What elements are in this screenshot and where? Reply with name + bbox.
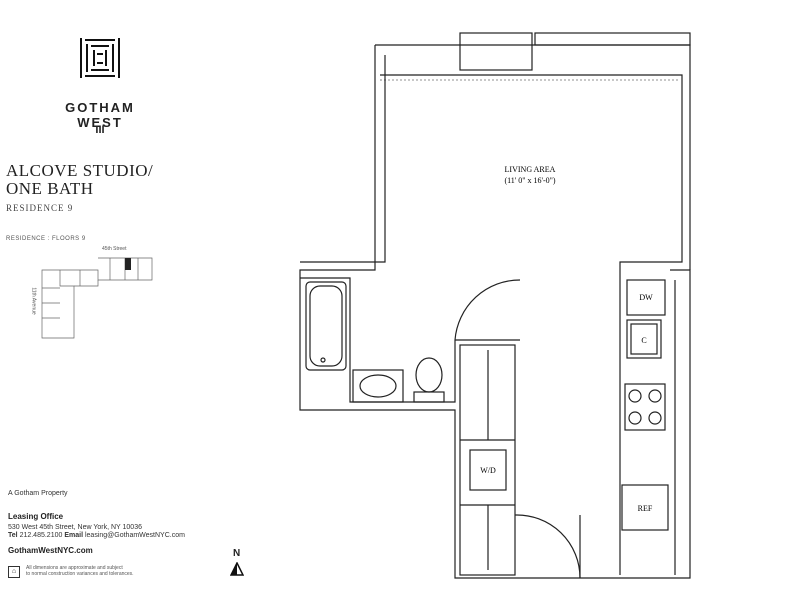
website-link[interactable]: GothamWestNYC.com <box>8 546 93 555</box>
toilet <box>415 357 443 393</box>
brand-name: GOTHAM WEST <box>65 100 135 130</box>
window-bay <box>459 32 533 71</box>
entry-door-swing <box>514 514 581 579</box>
disclaimer: All dimensions are approximate and subje… <box>26 565 134 577</box>
unit-title-line1: ALCOVE STUDIO/ <box>6 161 154 180</box>
window-bay <box>534 32 691 46</box>
key-plan-drawing <box>41 257 153 339</box>
outer-wall <box>299 45 691 579</box>
stove <box>624 383 666 431</box>
cooktop-c <box>626 319 662 359</box>
email-link[interactable]: leasing@GothamWestNYC.com <box>84 532 185 539</box>
door-swing <box>454 279 521 341</box>
logo-icon <box>80 38 120 78</box>
c-label: C <box>641 336 646 345</box>
email-label: Email <box>64 532 84 539</box>
ref-label: REF <box>638 504 653 513</box>
street-label: 45th Street <box>102 246 127 252</box>
unit-highlight <box>125 258 131 270</box>
equal-housing-icon: ⌂ <box>8 566 20 578</box>
washer-dryer <box>469 449 507 491</box>
sink <box>359 374 397 398</box>
contact-line: Tel 212.485.2100 Email leasing@GothamWes… <box>8 532 185 539</box>
sink-counter <box>352 369 404 403</box>
unit-title-line2: ONE BATH <box>6 179 94 198</box>
refrigerator <box>621 484 669 531</box>
brand-mark: III <box>95 124 105 136</box>
logo <box>78 36 122 80</box>
disclaimer-line1: All dimensions are approximate and subje… <box>26 565 123 571</box>
bathtub <box>305 281 347 371</box>
office-label: Leasing Office <box>8 512 64 521</box>
tel: 212.485.2100 <box>19 532 63 539</box>
living-area-label: LIVING AREA <box>505 165 556 174</box>
compass-label: N <box>233 548 241 559</box>
toilet-tank <box>413 391 445 403</box>
disclaimer-line2: to normal construction variances and tol… <box>26 571 134 577</box>
floors-legend: RESIDENCE : FLOORS 9 <box>6 236 86 242</box>
closet <box>459 344 516 576</box>
dw-label: DW <box>639 293 653 302</box>
living-area-dims: (11' 0" x 16'-0") <box>504 176 555 185</box>
tel-label: Tel <box>8 532 18 539</box>
unit-title: ALCOVE STUDIO/ ONE BATH <box>6 162 153 198</box>
property-label: A Gotham Property <box>8 490 68 497</box>
north-arrow-icon <box>229 561 245 581</box>
dishwasher <box>626 279 666 316</box>
residence-label: RESIDENCE 9 <box>6 203 74 213</box>
address: 530 West 45th Street, New York, NY 10036 <box>8 524 142 531</box>
wd-label: W/D <box>480 466 496 475</box>
key-plan: 45th Street 11th Avenue <box>30 246 160 348</box>
